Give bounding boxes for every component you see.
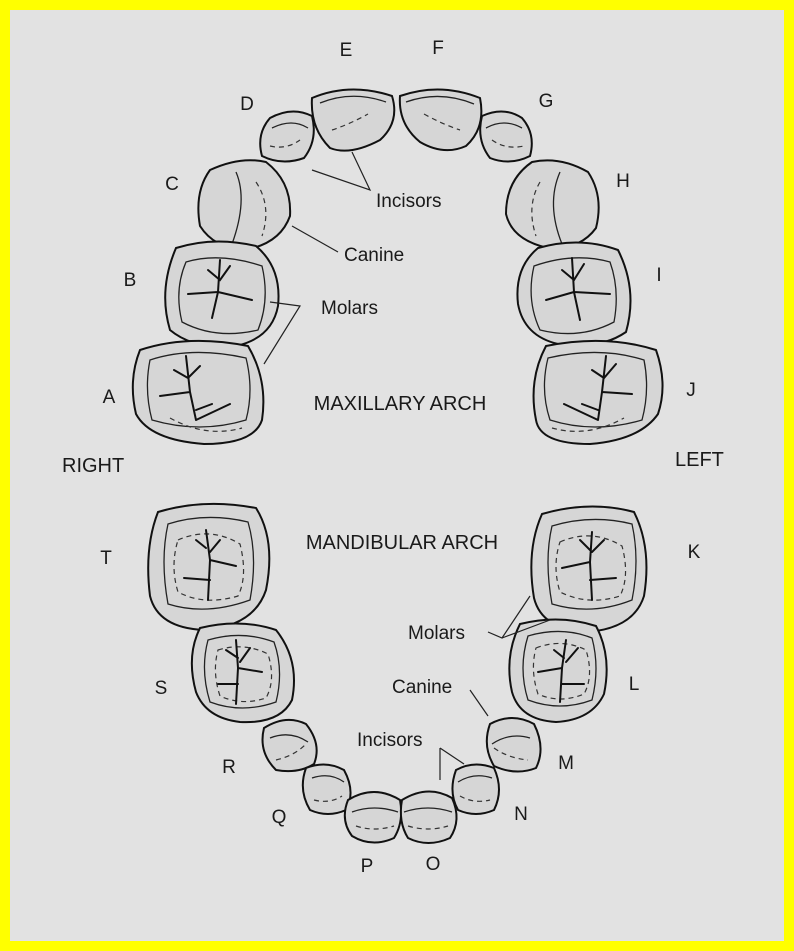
tooth-J — [534, 341, 663, 444]
tooth-S — [192, 623, 294, 722]
tooth-C — [198, 160, 290, 250]
letter-F: F — [432, 38, 444, 59]
tooth-R — [263, 720, 317, 771]
label-incisors-lower: Incisors — [357, 730, 422, 751]
label-mandibular-arch: MANDIBULAR ARCH — [306, 532, 498, 554]
tooth-N — [452, 764, 499, 814]
label-molars-upper: Molars — [321, 298, 378, 319]
label-incisors-upper: Incisors — [376, 191, 441, 212]
label-maxillary-arch: MAXILLARY ARCH — [314, 393, 487, 415]
tooth-K — [531, 506, 646, 632]
tooth-O — [401, 791, 457, 843]
letter-N: N — [514, 804, 528, 825]
letter-B: B — [124, 270, 137, 291]
tooth-I — [517, 242, 630, 345]
letter-J: J — [686, 380, 696, 401]
letter-T: T — [100, 548, 112, 569]
tooth-L — [509, 619, 606, 722]
letter-A: A — [103, 387, 116, 408]
tooth-E — [312, 89, 394, 150]
mandibular-teeth — [148, 504, 646, 843]
letter-H: H — [616, 171, 630, 192]
letter-I: I — [656, 265, 661, 286]
letter-M: M — [558, 753, 574, 774]
tooth-letters: E F D G C H B I A J T K S L R M Q N P O — [100, 38, 700, 877]
letter-S: S — [155, 678, 168, 699]
letter-K: K — [688, 542, 701, 563]
tooth-D — [260, 111, 314, 161]
tooth-M — [487, 718, 541, 772]
tooth-P — [345, 792, 401, 843]
label-canine-lower: Canine — [392, 677, 452, 698]
letter-O: O — [426, 854, 441, 875]
tooth-A — [133, 341, 264, 444]
letter-C: C — [165, 174, 179, 195]
letter-G: G — [539, 91, 554, 112]
letter-Q: Q — [272, 807, 287, 828]
tooth-T — [148, 504, 269, 630]
tooth-Q — [303, 764, 351, 814]
letter-R: R — [222, 757, 236, 778]
label-canine-upper: Canine — [344, 245, 404, 266]
letter-L: L — [629, 674, 640, 695]
tooth-B — [165, 241, 278, 346]
label-molars-lower: Molars — [408, 623, 465, 644]
tooth-H — [506, 160, 599, 248]
letter-E: E — [340, 40, 353, 61]
label-left: LEFT — [675, 449, 724, 471]
maxillary-teeth — [133, 89, 663, 444]
tooth-F — [400, 89, 482, 150]
label-right: RIGHT — [62, 455, 124, 477]
letter-D: D — [240, 94, 254, 115]
letter-P: P — [361, 856, 374, 877]
tooth-G — [480, 111, 532, 161]
